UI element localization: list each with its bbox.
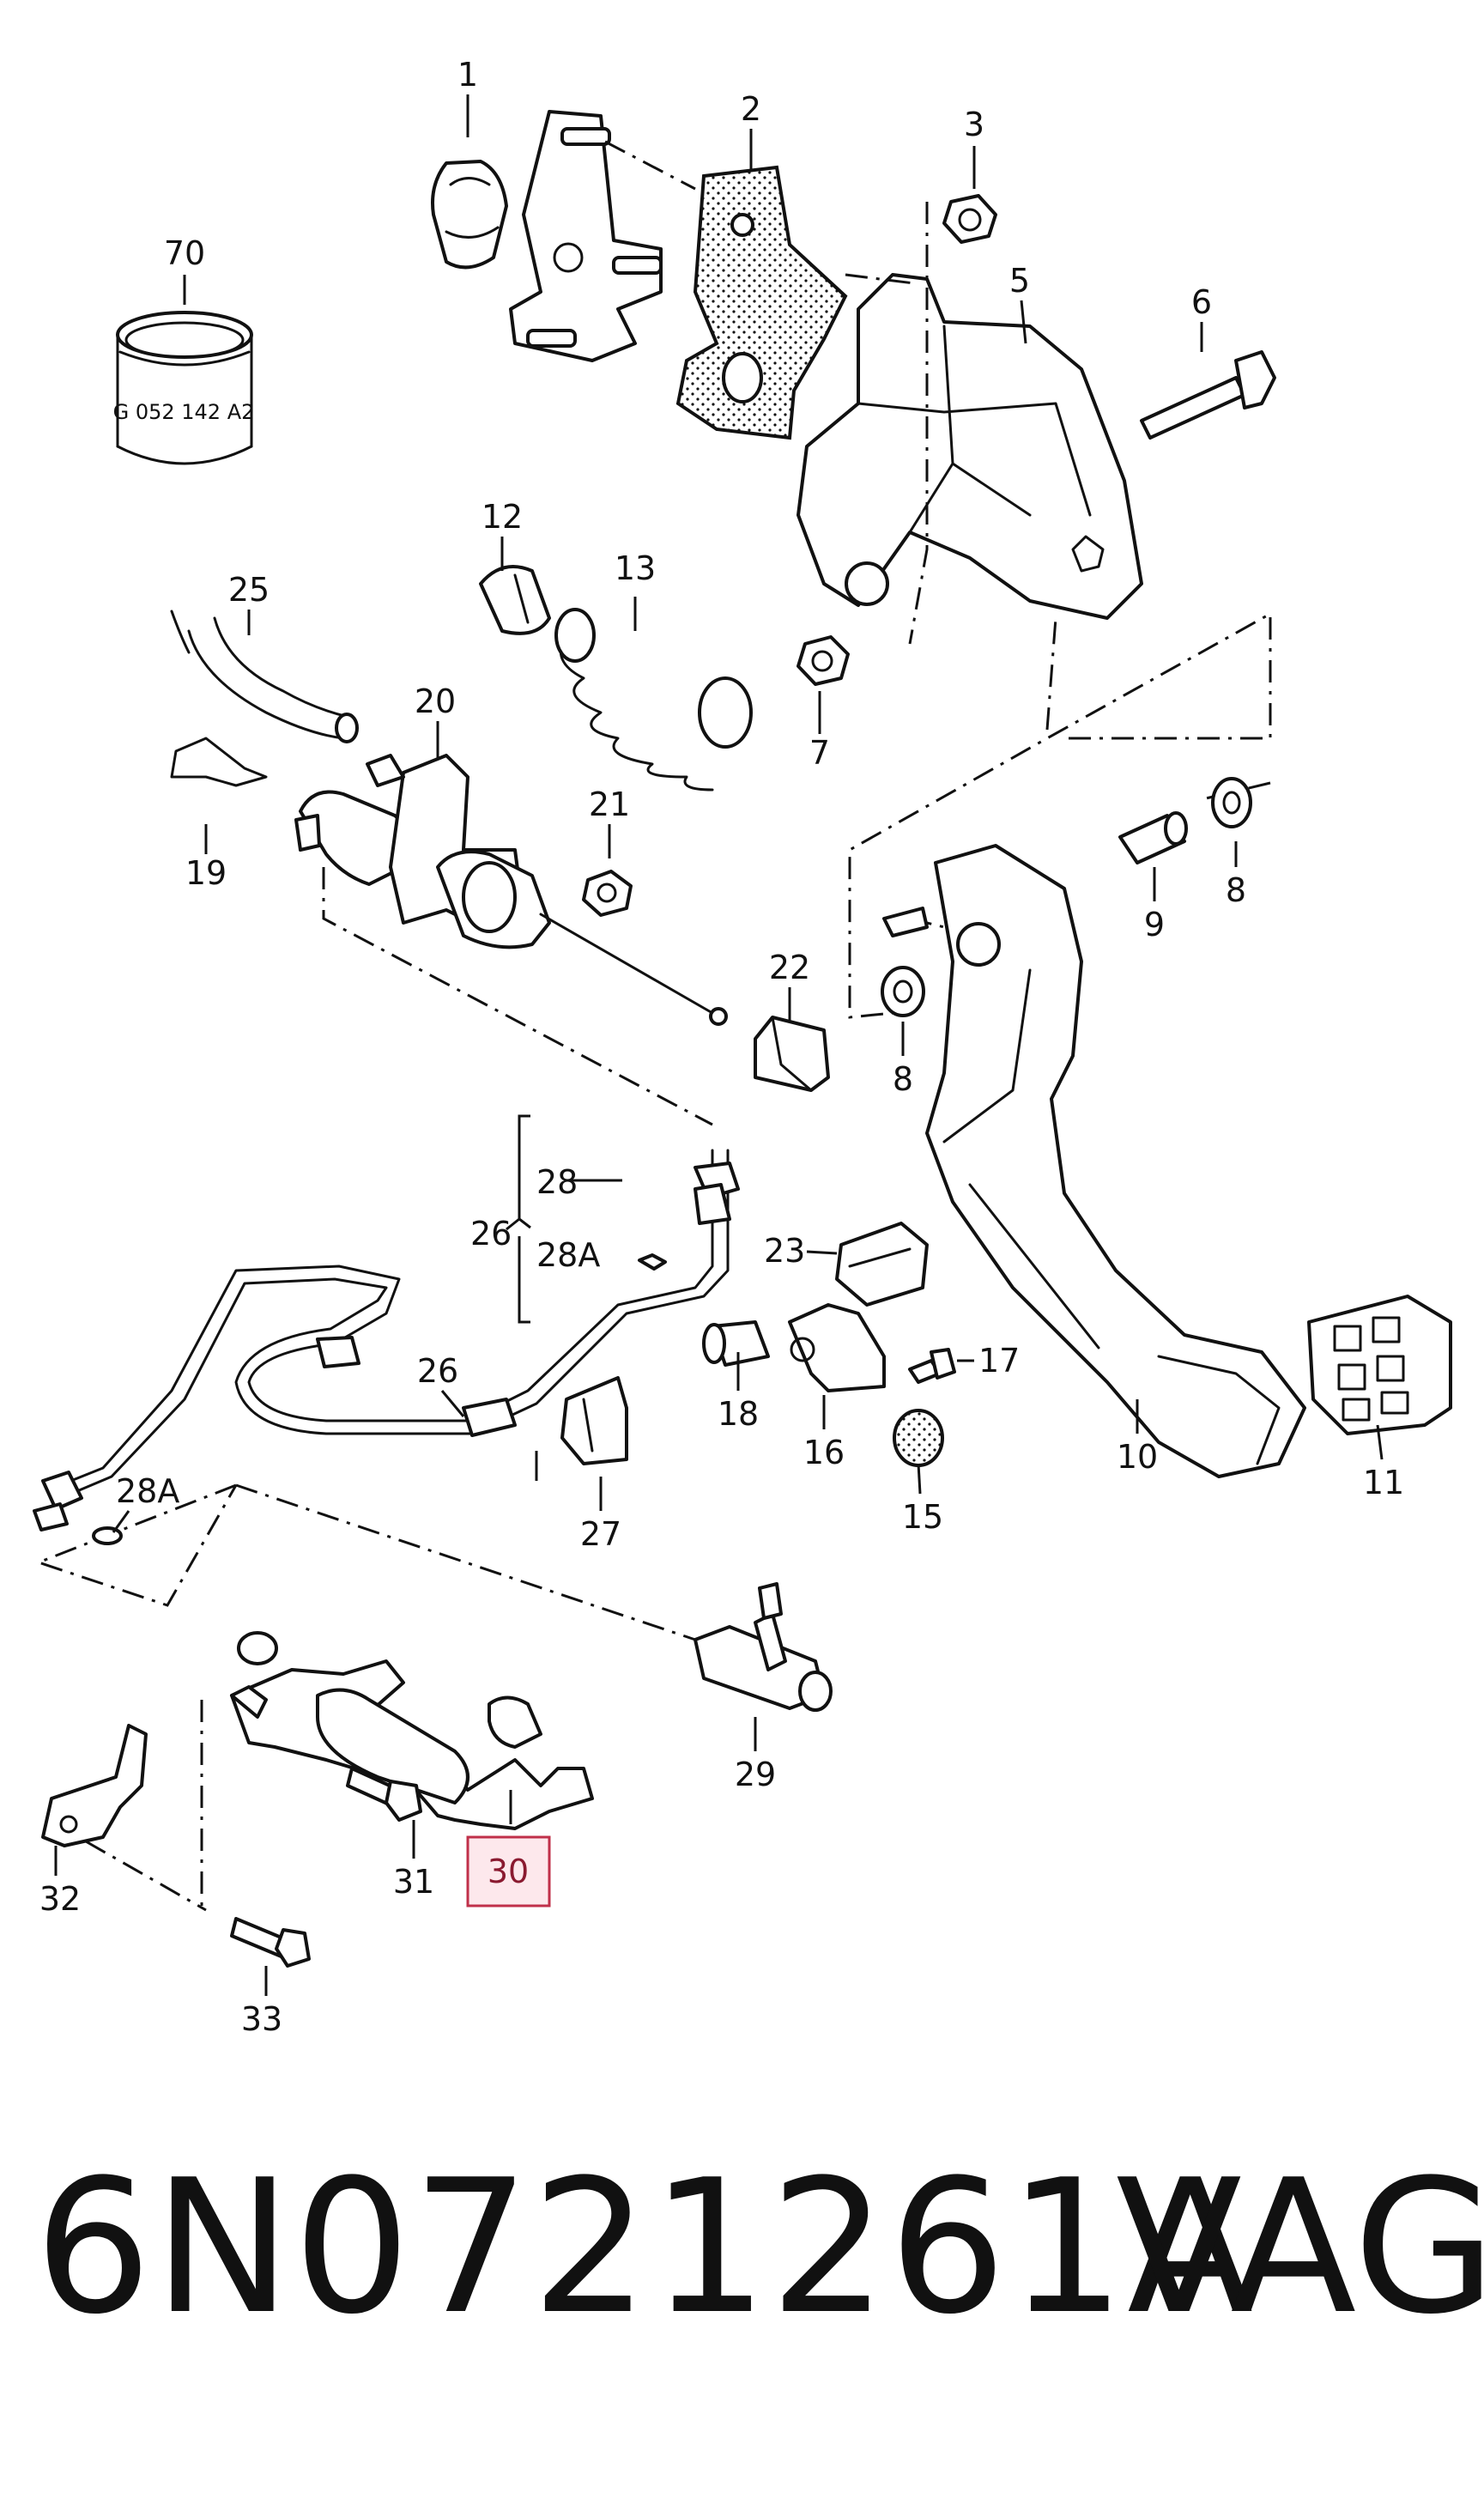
callout-8-lower: 8 — [893, 1060, 913, 1098]
part-33-bolt — [230, 1917, 311, 1968]
callout-31: 31 — [393, 1863, 434, 1901]
part-6-bolt — [1140, 350, 1276, 440]
part-16-switch-bracket — [788, 1303, 886, 1392]
callout-18: 18 — [718, 1395, 759, 1433]
callout-2: 2 — [741, 90, 761, 128]
callout-leader-lines — [54, 94, 1384, 1996]
part-29-t-piece — [694, 1582, 833, 1712]
callout-28A-bracket: 28A — [536, 1236, 600, 1274]
callout-25: 25 — [228, 571, 270, 609]
part-3-nut — [942, 194, 997, 244]
highlight-box-30 — [466, 1835, 551, 1908]
callout-labels: 1 2 3 5 6 7 70 12 13 25 20 21 19 22 8 9 … — [39, 56, 1404, 2038]
callout-27: 27 — [580, 1515, 621, 1553]
callout-13: 13 — [615, 549, 656, 587]
callout-9: 9 — [1144, 906, 1165, 943]
assembly-reference-lines — [34, 140, 1272, 1912]
callout-12: 12 — [482, 498, 523, 536]
callout-26-pipe: 26 — [417, 1352, 458, 1390]
part-31-bolt — [346, 1767, 422, 1822]
part-19-wire-clip — [170, 737, 268, 787]
callout-21: 21 — [589, 785, 630, 823]
callout-28A-washer: 28A — [116, 1472, 179, 1510]
part-28A-washer — [92, 1526, 123, 1545]
part-2-gasket — [675, 165, 848, 440]
callout-8-upper: 8 — [1226, 871, 1246, 909]
callout-19: 19 — [185, 854, 227, 892]
callout-33: 33 — [241, 2000, 282, 2038]
callout-10: 10 — [1117, 1438, 1158, 1476]
part-21-nut — [582, 870, 633, 917]
callout-11: 11 — [1363, 1464, 1404, 1501]
callout-6: 6 — [1191, 283, 1212, 321]
callout-16: 16 — [803, 1434, 845, 1471]
callout-70: 70 — [164, 234, 205, 272]
part-13-spring — [554, 608, 753, 792]
callout-30-highlighted: 30 — [488, 1853, 529, 1890]
callout-3: 3 — [964, 106, 984, 143]
part-30-slave-cylinder — [230, 1631, 594, 1830]
part-8-bush-upper — [1211, 777, 1252, 828]
part-12-bush — [479, 565, 551, 635]
callout-26-bracket: 26 — [470, 1215, 512, 1253]
part-8-bush-lower — [881, 966, 925, 1017]
callout-22: 22 — [769, 949, 810, 986]
callout-28: 28 — [536, 1163, 578, 1201]
callout-7: 7 — [809, 734, 830, 772]
callout-1: 1 — [457, 56, 478, 94]
brand-label: VAG — [1116, 2139, 1484, 2355]
part-32-bracket — [41, 1724, 148, 1847]
part-20-master-cylinder — [294, 754, 728, 1026]
part-22-clip — [754, 1016, 830, 1092]
callout-17: 17 — [978, 1342, 1020, 1380]
part-7-nut — [797, 635, 850, 686]
callout-15: 15 — [902, 1498, 943, 1536]
callout-23: 23 — [764, 1232, 805, 1270]
part-26-pipe — [33, 1149, 740, 1532]
part-23-cap — [835, 1222, 929, 1307]
part-number-heading: 6N0721261A — [34, 2139, 1256, 2355]
part-27-holder — [560, 1376, 628, 1465]
ring-marking-text: G 052 142 A2 — [113, 400, 255, 424]
part-15-stop-cap — [893, 1409, 944, 1467]
part-1-clip — [431, 160, 508, 270]
callout-5: 5 — [1009, 262, 1030, 300]
part-5-pedal-bracket — [797, 273, 1143, 620]
callout-32: 32 — [39, 1880, 81, 1918]
part-11-pedal-pad — [1307, 1295, 1452, 1435]
part-70-seal-ring: G 052 142 A2 — [113, 311, 255, 465]
part-10-pedal-lever — [882, 844, 1306, 1478]
part-bracket-plate — [509, 110, 663, 362]
part-18-plug — [702, 1320, 770, 1367]
part-17-screw — [908, 1348, 956, 1384]
callout-29: 29 — [735, 1756, 776, 1793]
callout-20: 20 — [415, 682, 456, 720]
part-25-hose — [170, 610, 359, 743]
part-9-bush — [1118, 811, 1188, 864]
